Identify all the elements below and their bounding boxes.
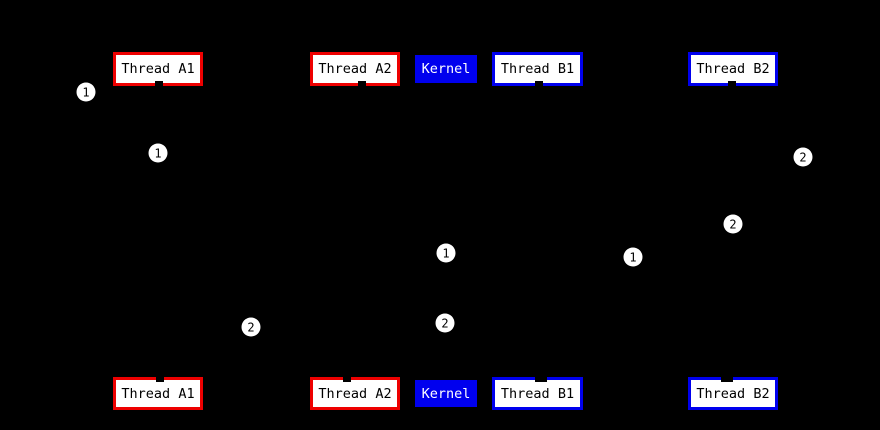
step-marker-1: 1 — [623, 247, 643, 267]
node-thread-b1-bottom: Thread B1 — [492, 376, 583, 410]
node-thread-a1-bottom: Thread A1 — [113, 376, 203, 410]
lifeline-notch — [155, 81, 163, 87]
node-thread-b2-bottom: Thread B2 — [688, 376, 778, 410]
node-label: Thread A2 — [318, 385, 392, 402]
node-label: Thread B2 — [696, 61, 770, 77]
step-marker-2: 2 — [241, 317, 261, 337]
step-marker-2: 2 — [793, 147, 813, 167]
node-thread-a2-top: Thread A2 — [310, 52, 400, 87]
node-thread-a1-top: Thread A1 — [113, 52, 203, 87]
step-marker-1: 1 — [436, 243, 456, 263]
step-marker-1: 1 — [76, 82, 96, 102]
step-marker-1: 1 — [148, 143, 168, 163]
node-label: Thread B1 — [500, 61, 575, 77]
node-thread-b1-top: Thread B1 — [492, 52, 583, 87]
node-label: Thread B1 — [500, 385, 575, 402]
node-kernel-top: Kernel — [415, 55, 477, 83]
node-label: Thread A2 — [318, 61, 392, 77]
lifeline-notch — [156, 376, 164, 382]
node-thread-a2-bottom: Thread A2 — [310, 376, 400, 410]
node-label: Kernel — [421, 385, 471, 402]
node-thread-b2-top: Thread B2 — [688, 52, 778, 87]
node-label: Thread A1 — [121, 61, 195, 77]
lifeline-notch — [343, 376, 351, 382]
lifeline-notch — [535, 81, 543, 87]
node-label: Thread A1 — [121, 385, 195, 402]
lifeline-notch — [728, 81, 736, 87]
node-kernel-bottom: Kernel — [415, 380, 477, 407]
node-label: Thread B2 — [696, 385, 770, 402]
lifeline-notch — [721, 376, 733, 382]
lifeline-notch — [535, 376, 547, 382]
step-marker-2: 2 — [723, 214, 743, 234]
lifeline-notch — [358, 81, 366, 87]
step-marker-2: 2 — [435, 313, 455, 333]
node-label: Kernel — [421, 61, 471, 77]
